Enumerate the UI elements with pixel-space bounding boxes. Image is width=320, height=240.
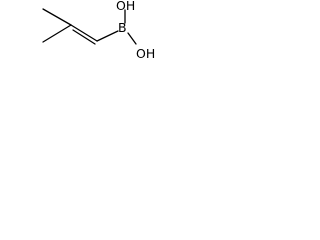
bond-alkene-main xyxy=(70,24,98,42)
bond-methyl-bottom xyxy=(42,24,72,43)
bond-alkene-inner xyxy=(72,29,96,45)
bond-vinyl-boron xyxy=(96,30,119,42)
bond-boron-oh-bottom xyxy=(127,32,137,45)
bond-methyl-top xyxy=(42,8,72,26)
boron-atom-label: B xyxy=(118,20,127,35)
hydroxyl-bottom-label: OH xyxy=(136,46,155,61)
structure-diagram: B OH OH xyxy=(42,0,155,61)
hydroxyl-top-label: OH xyxy=(116,0,135,13)
